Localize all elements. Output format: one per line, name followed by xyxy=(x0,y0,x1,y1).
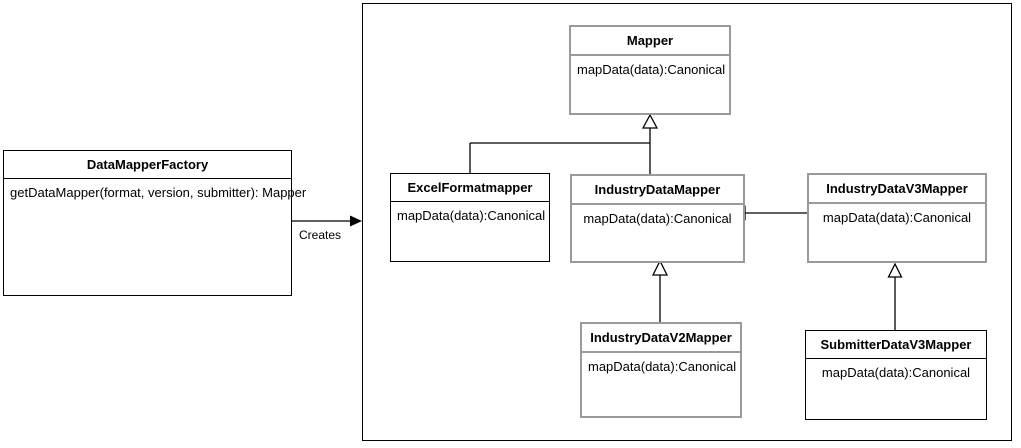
class-box-industry-data-mapper[interactable]: IndustryDataMapper mapData(data):Canonic… xyxy=(570,174,745,263)
class-title-industry-data-mapper: IndustryDataMapper xyxy=(572,176,743,205)
class-box-excel-format-mapper[interactable]: ExcelFormatmapper mapData(data):Canonica… xyxy=(390,173,550,262)
class-title-industry-data-v2-mapper: IndustryDataV2Mapper xyxy=(582,324,740,353)
class-title-submitter-data-v3-mapper: SubmitterDataV3Mapper xyxy=(806,331,986,359)
class-box-mapper[interactable]: Mapper mapData(data):Canonical xyxy=(569,25,731,115)
class-method-industry-mapdata: mapData(data):Canonical xyxy=(583,211,732,226)
class-method-industry-v2-mapdata: mapData(data):Canonical xyxy=(588,359,737,374)
class-box-submitter-data-v3-mapper[interactable]: SubmitterDataV3Mapper mapData(data):Cano… xyxy=(805,330,987,420)
class-title-excel-format-mapper: ExcelFormatmapper xyxy=(391,174,549,202)
class-body-mapper: mapData(data):Canonical xyxy=(571,56,729,113)
class-body-industry-data-mapper: mapData(data):Canonical xyxy=(572,205,743,261)
class-title-industry-data-v3-mapper: IndustryDataV3Mapper xyxy=(809,175,985,204)
class-body-submitter-data-v3-mapper: mapData(data):Canonical xyxy=(806,359,986,419)
class-method-submitter-v3-mapdata: mapData(data):Canonical xyxy=(821,365,971,380)
class-box-data-mapper-factory[interactable]: DataMapperFactory getDataMapper(format, … xyxy=(3,150,307,296)
class-body-data-mapper-factory: getDataMapper(format, version, submitter… xyxy=(4,179,307,295)
class-box-industry-data-v3-mapper[interactable]: IndustryDataV3Mapper mapData(data):Canon… xyxy=(807,173,987,263)
class-body-industry-data-v2-mapper: mapData(data):Canonical xyxy=(582,353,740,416)
class-title-data-mapper-factory: DataMapperFactory xyxy=(4,151,291,179)
class-box-industry-data-v2-mapper[interactable]: IndustryDataV2Mapper mapData(data):Canon… xyxy=(580,322,742,418)
class-method-get-data-mapper: getDataMapper(format, version, submitter… xyxy=(10,185,307,200)
mapper-package-frame xyxy=(362,3,1012,441)
class-method-mapper-mapdata: mapData(data):Canonical xyxy=(577,62,726,77)
creates-edge-label: Creates xyxy=(299,228,342,242)
creates-edge xyxy=(292,215,362,227)
class-body-industry-data-v3-mapper: mapData(data):Canonical xyxy=(809,204,985,261)
class-body-excel-format-mapper: mapData(data):Canonical xyxy=(391,202,549,261)
class-title-mapper: Mapper xyxy=(571,27,729,56)
class-method-excel-mapdata: mapData(data):Canonical xyxy=(397,208,546,223)
class-method-industry-v3-mapdata: mapData(data):Canonical xyxy=(822,210,972,225)
